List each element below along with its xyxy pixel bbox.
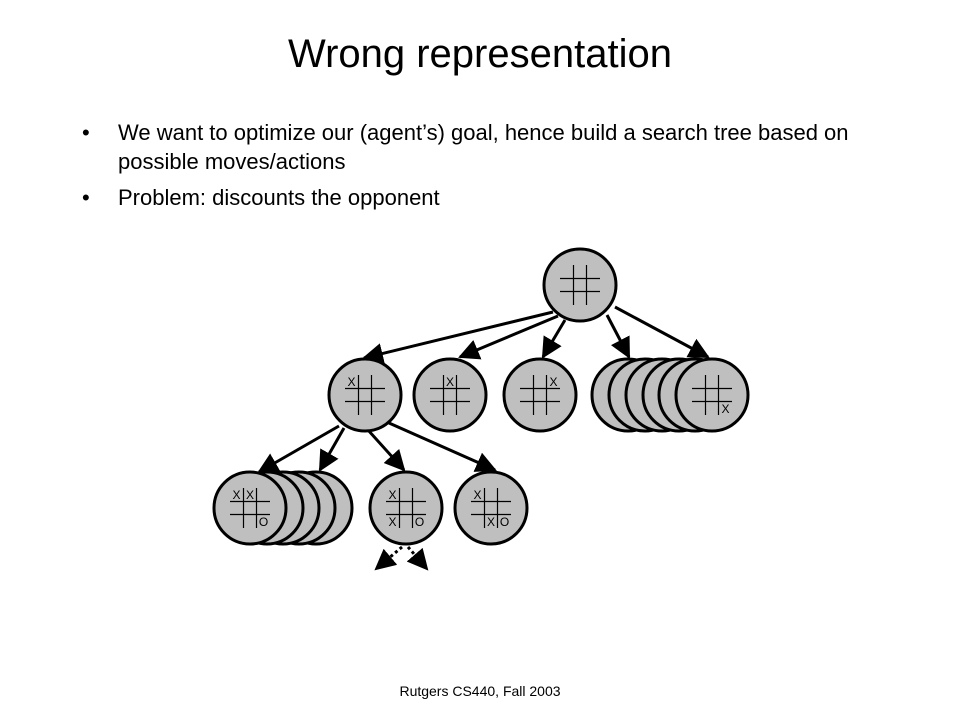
level2-node-3-circle bbox=[453, 470, 529, 546]
bullet-item: • Problem: discounts the opponent bbox=[82, 183, 862, 212]
tree-edge-arrow bbox=[605, 314, 631, 359]
board-cell-mark: X bbox=[388, 488, 396, 502]
board-cell-mark: O bbox=[500, 515, 509, 529]
bullet-list: • We want to optimize our (agent’s) goal… bbox=[82, 118, 862, 219]
tree-edge-arrow bbox=[257, 424, 340, 474]
tree-edge-arrow bbox=[541, 319, 567, 359]
tree-edge-arrow bbox=[458, 314, 559, 360]
bullet-item: • We want to optimize our (agent’s) goal… bbox=[82, 118, 862, 176]
level1-node-2-circle bbox=[412, 357, 488, 433]
tree-edge-arrow bbox=[318, 427, 346, 472]
level2-node-2-circle bbox=[368, 470, 444, 546]
bullet-dot-icon: • bbox=[82, 185, 90, 210]
level1-node-1-board: X bbox=[345, 375, 385, 415]
bullet-text: Problem: discounts the opponent bbox=[118, 185, 440, 210]
bullet-dot-icon: • bbox=[82, 120, 90, 145]
dotted-edge-arrow bbox=[406, 546, 429, 571]
level1-node-3-board: X bbox=[520, 375, 560, 415]
tree-edge-arrow bbox=[361, 310, 554, 364]
board-cell-mark: X bbox=[721, 402, 729, 416]
board-cell-mark: O bbox=[259, 515, 268, 529]
board-cell-mark: X bbox=[446, 375, 454, 389]
tree-edge-arrow bbox=[366, 428, 406, 472]
root-node-circle bbox=[542, 247, 618, 323]
board-cell-mark: X bbox=[347, 375, 355, 389]
board-cell-mark: X bbox=[232, 488, 240, 502]
board-cell-mark: X bbox=[473, 488, 481, 502]
level1-node-3-circle bbox=[502, 357, 578, 433]
board-cell-mark: O bbox=[415, 515, 424, 529]
slide-title: Wrong representation bbox=[288, 32, 672, 76]
level2-node-2-board: XX O bbox=[386, 488, 426, 529]
root-node-board bbox=[560, 265, 600, 305]
tree-edge-arrow bbox=[614, 305, 710, 359]
bullet-text: We want to optimize our (agent’s) goal, … bbox=[118, 120, 849, 174]
board-cell-mark: X bbox=[388, 515, 396, 529]
level1-node-1-circle bbox=[327, 357, 403, 433]
board-cell-mark: X bbox=[487, 515, 495, 529]
dotted-edge-arrow bbox=[374, 545, 403, 571]
level2-node-1-circle bbox=[212, 470, 288, 546]
footer: Rutgers CS440, Fall 2003 bbox=[399, 683, 561, 699]
level1-node-4-board: X bbox=[692, 375, 732, 416]
tree-edge-arrow bbox=[388, 421, 497, 472]
board-cell-mark: X bbox=[246, 488, 254, 502]
board-cell-mark: X bbox=[549, 375, 557, 389]
level1-node-2-board: X bbox=[430, 375, 470, 415]
level1-node-4-circle bbox=[674, 357, 750, 433]
tree-edges bbox=[257, 305, 710, 571]
